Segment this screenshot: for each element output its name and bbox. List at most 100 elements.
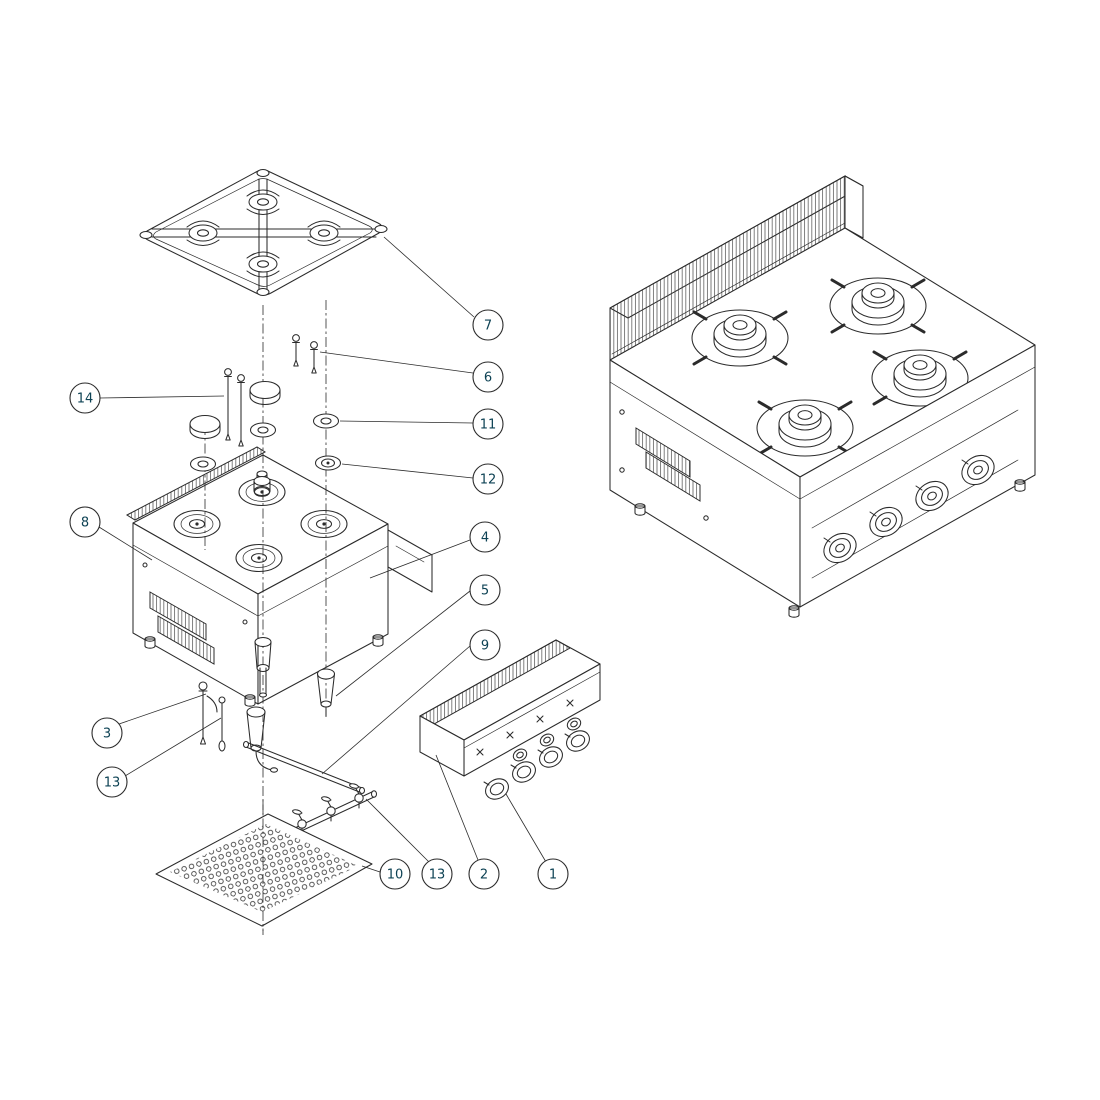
vent-grille bbox=[157, 615, 215, 665]
leader-14 bbox=[99, 395, 225, 399]
callout-number: 14 bbox=[77, 392, 94, 407]
callout-circle bbox=[69, 382, 101, 414]
callout-number: 11 bbox=[480, 418, 497, 433]
foot bbox=[634, 503, 646, 516]
burner-venturi bbox=[254, 636, 272, 698]
callout-number: 1 bbox=[549, 868, 557, 883]
screw-icon bbox=[242, 619, 248, 625]
control-knob bbox=[508, 757, 540, 787]
gas-valve bbox=[320, 795, 336, 822]
leader-11 bbox=[339, 420, 474, 424]
main-housing bbox=[125, 446, 433, 707]
leader-2 bbox=[435, 754, 479, 861]
callout-7: 7 bbox=[472, 309, 504, 341]
callout-14: 14 bbox=[69, 382, 101, 414]
foot bbox=[1014, 479, 1026, 492]
control-knob bbox=[535, 742, 567, 772]
vent-grille bbox=[149, 591, 207, 641]
burner-venturi-elbow bbox=[246, 706, 279, 773]
leader-13-left bbox=[124, 717, 222, 777]
foot bbox=[244, 694, 256, 707]
callout-8: 8 bbox=[69, 506, 101, 538]
range-left-panel bbox=[609, 359, 801, 608]
callout-9: 9 bbox=[469, 629, 501, 661]
leader-6 bbox=[319, 351, 474, 374]
callout-4: 4 bbox=[469, 521, 501, 553]
burner-cap-small bbox=[312, 413, 340, 429]
leader-lines bbox=[98, 236, 547, 873]
front-control-panel bbox=[418, 639, 601, 777]
igniter-pins bbox=[292, 334, 318, 374]
leader-10 bbox=[361, 865, 381, 873]
callout-6: 6 bbox=[472, 361, 504, 393]
callout-number: 3 bbox=[103, 727, 111, 742]
callout-number: 6 bbox=[484, 371, 492, 386]
foot bbox=[144, 636, 156, 649]
callout-5: 5 bbox=[469, 574, 501, 606]
gas-valve bbox=[348, 782, 364, 809]
leader-8 bbox=[98, 526, 153, 561]
leader-12 bbox=[341, 463, 474, 479]
callout-2: 2 bbox=[468, 858, 500, 890]
control-knob bbox=[481, 774, 513, 804]
leader-9 bbox=[321, 645, 471, 775]
vent-grille bbox=[645, 451, 701, 502]
callout-circle bbox=[69, 506, 101, 538]
assembled-range-view bbox=[609, 175, 1036, 618]
callout-circle bbox=[469, 521, 501, 553]
burner-venturi bbox=[316, 668, 336, 717]
callout-3: 3 bbox=[91, 717, 123, 749]
callout-circle bbox=[379, 858, 411, 890]
mounting-bracket bbox=[387, 529, 433, 593]
burner-head-ring bbox=[249, 422, 277, 438]
callout-circle bbox=[472, 361, 504, 393]
callout-number: 5 bbox=[481, 584, 489, 599]
screw-icon bbox=[619, 409, 625, 415]
callout-number: 13 bbox=[104, 776, 121, 791]
callout-circle bbox=[469, 629, 501, 661]
callout-11: 11 bbox=[472, 408, 504, 440]
callout-circle bbox=[469, 574, 501, 606]
callout-number: 10 bbox=[387, 868, 404, 883]
screw-icon bbox=[142, 562, 148, 568]
spark-plug-igniter bbox=[198, 681, 218, 745]
burner-base-mounted bbox=[253, 470, 271, 497]
screw-icon bbox=[703, 515, 709, 521]
leader-1 bbox=[505, 793, 547, 863]
callout-number: 8 bbox=[81, 516, 89, 531]
foot bbox=[788, 605, 800, 618]
callout-1: 1 bbox=[537, 858, 569, 890]
backsplash bbox=[609, 175, 864, 361]
callout-number: 13 bbox=[429, 868, 446, 883]
foot bbox=[372, 634, 384, 647]
vent-grille bbox=[635, 427, 691, 478]
burner-recess bbox=[235, 543, 283, 573]
burner-ring-knurled bbox=[314, 455, 342, 471]
callout-circle bbox=[421, 858, 453, 890]
callout-13-bottom: 13 bbox=[421, 858, 453, 890]
range-control-panel bbox=[799, 344, 1036, 608]
leader-3 bbox=[118, 693, 207, 725]
callout-circle bbox=[472, 408, 504, 440]
supply-pipe bbox=[242, 740, 366, 795]
callout-circle bbox=[91, 717, 123, 749]
burner-recess bbox=[300, 509, 348, 539]
leader-5 bbox=[335, 590, 471, 697]
callout-10: 10 bbox=[379, 858, 411, 890]
leader-7 bbox=[383, 236, 475, 318]
callout-circle bbox=[468, 858, 500, 890]
burner-cap-large bbox=[189, 414, 221, 439]
callout-circle bbox=[96, 766, 128, 798]
burner-recess bbox=[173, 509, 221, 539]
callout-number: 4 bbox=[481, 531, 489, 546]
callout-circle bbox=[472, 309, 504, 341]
callout-number: 2 bbox=[480, 868, 488, 883]
callout-circle bbox=[537, 858, 569, 890]
control-knob bbox=[562, 726, 594, 756]
housing-grille-band bbox=[125, 446, 267, 521]
perforated-base-plate bbox=[155, 800, 373, 934]
burner-cap-large bbox=[249, 380, 281, 405]
pan-support-grate bbox=[139, 168, 388, 297]
